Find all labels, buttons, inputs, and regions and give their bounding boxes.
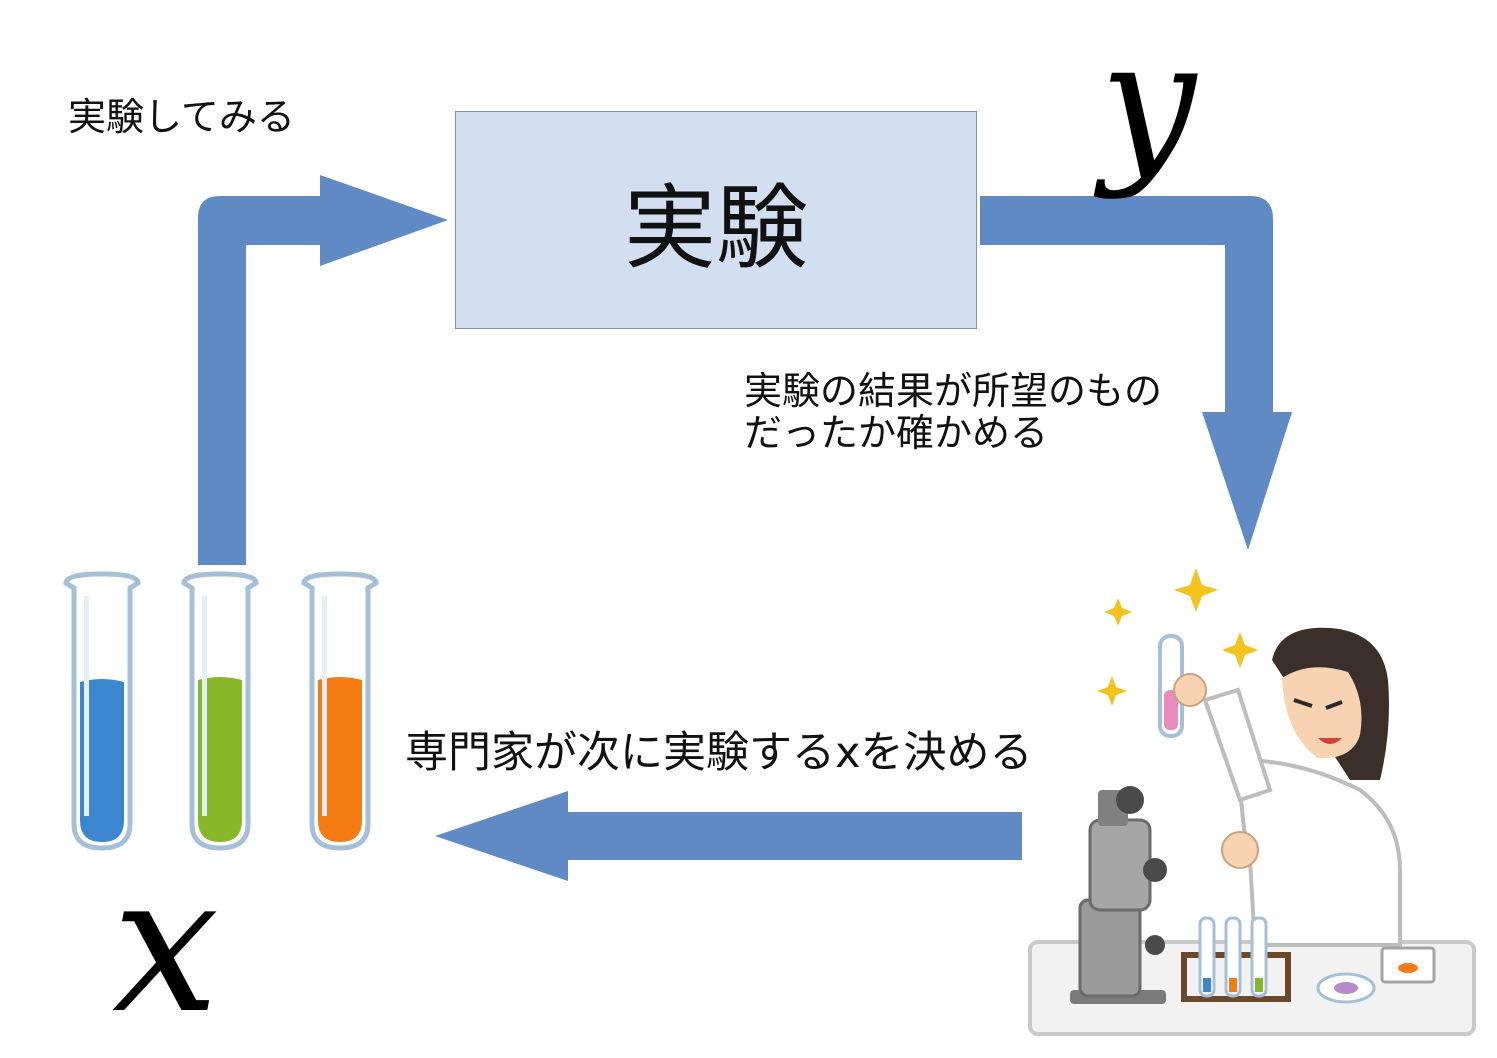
output-variable-y: y [1100, 4, 1197, 202]
scientist-with-microscope-icon [1028, 568, 1476, 1036]
test-tubes-icon [63, 571, 379, 851]
try-experiment-label: 実験してみる [68, 95, 295, 139]
expert-decides-label: 専門家が次に実験するxを決める [405, 728, 1033, 778]
arrow-to-scientist [980, 196, 1292, 550]
sparkle-icon [1097, 568, 1258, 706]
test-tube-blue [63, 571, 141, 851]
arrow-to-tubes [435, 791, 1022, 881]
experiment-box-label: 実験 [623, 174, 808, 282]
check-result-line-1: 実験の結果が所望のもの [744, 369, 1163, 413]
arrow-to-experiment [198, 175, 448, 565]
experiment-box: 実験 [455, 111, 977, 329]
test-tube-rack-icon [1181, 916, 1291, 1002]
microscope-icon [1070, 786, 1167, 1004]
test-tube-orange [301, 571, 379, 851]
check-result-line-2: だったか確かめる [744, 411, 1049, 455]
input-variable-x: x [112, 834, 220, 1055]
check-result-label: 実験の結果が所望のもの だったか確かめる [744, 370, 1162, 454]
test-tube-green [181, 571, 259, 851]
